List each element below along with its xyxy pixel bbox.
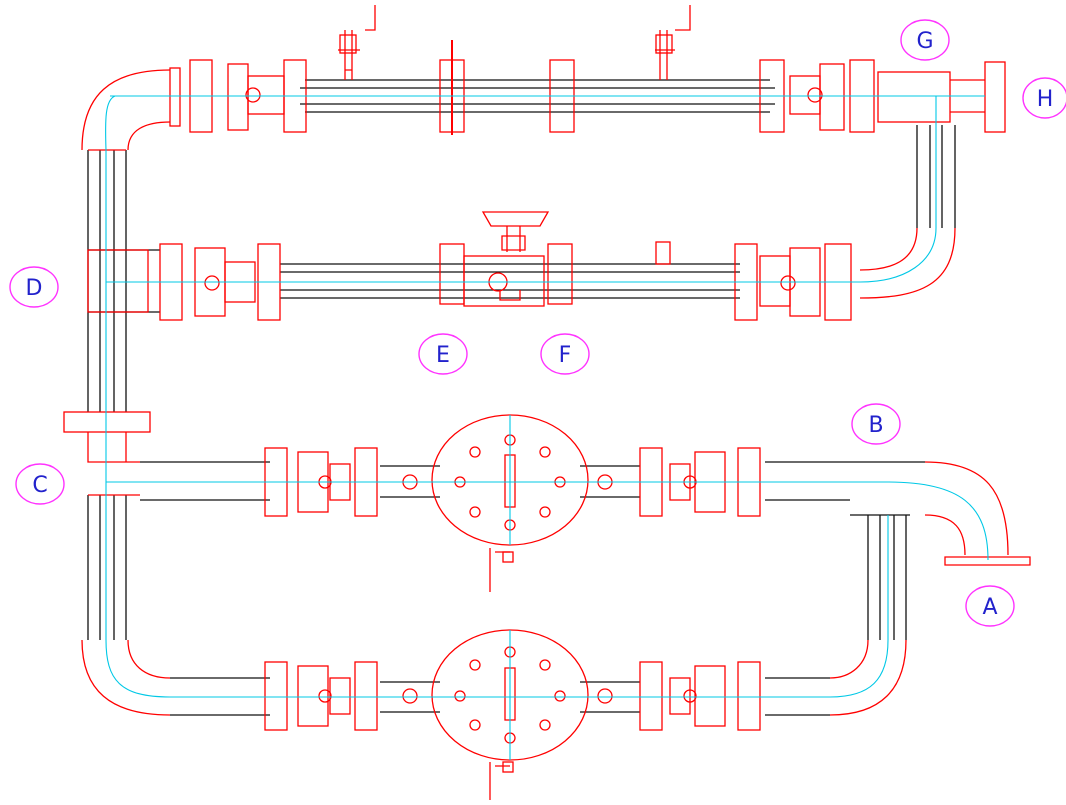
elbow-right-middle: [859, 227, 956, 299]
pipe-outlines: [87, 79, 956, 716]
label-C: C: [15, 463, 65, 505]
centerlines: [105, 95, 989, 760]
meter-2-fittings: [264, 629, 761, 800]
label-H: H: [1022, 77, 1066, 119]
svg-text:A: A: [982, 595, 997, 620]
flange-c-top: [63, 411, 151, 433]
fittings: [63, 5, 1031, 800]
meter-1-fittings: [264, 414, 761, 592]
svg-text:D: D: [26, 276, 43, 301]
middle-run-fittings: [87, 211, 852, 321]
svg-text:B: B: [868, 413, 883, 438]
svg-text:G: G: [916, 29, 933, 54]
svg-text:C: C: [32, 473, 47, 498]
elbow-bottom-left: [81, 639, 171, 716]
svg-text:F: F: [559, 343, 572, 368]
svg-text:E: E: [436, 343, 450, 368]
label-B: B: [851, 403, 901, 445]
elbow-bottom-right: [829, 639, 907, 716]
svg-text:H: H: [1037, 87, 1054, 112]
elbow-b-a: [924, 461, 1031, 566]
label-G: G: [900, 19, 950, 61]
elbow-top-left: [81, 69, 171, 151]
label-D: D: [9, 266, 59, 308]
label-E: E: [418, 333, 468, 375]
label-F: F: [540, 333, 590, 375]
top-gauges: [338, 5, 691, 135]
label-A: A: [965, 585, 1015, 627]
